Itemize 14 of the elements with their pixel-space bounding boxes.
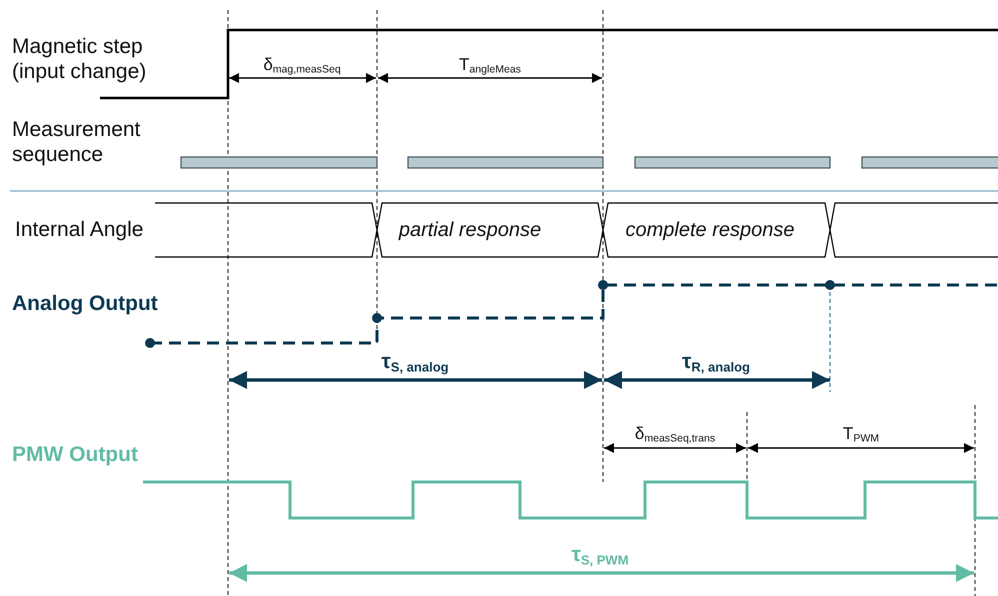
dimension-label: τ$_{S, analog}$ [381, 349, 449, 375]
dimension-label: δ$_{measSeq,trans}$ [634, 424, 716, 446]
signal-name: Analog Output [12, 291, 158, 316]
dimension-label: T$_{angleMeas}$ [459, 55, 521, 76]
dimension-label: δ$_{mag,measSeq}$ [263, 55, 341, 76]
dimension-label: T$_{PWM}$ [842, 424, 880, 446]
dimension-label: τ$_{R, analog}$ [682, 349, 750, 375]
signal-name: PMW Output [12, 442, 138, 468]
signal-name: Measurement sequence [12, 117, 142, 168]
bus-value: complete response [626, 218, 794, 242]
signal-name: Internal Angle [15, 217, 144, 242]
signal-name: Magnetic step (input change) [12, 34, 148, 84]
dimension-label: τ$_{S, PWM}$ [571, 542, 629, 568]
bus-value: partial response [398, 218, 542, 242]
